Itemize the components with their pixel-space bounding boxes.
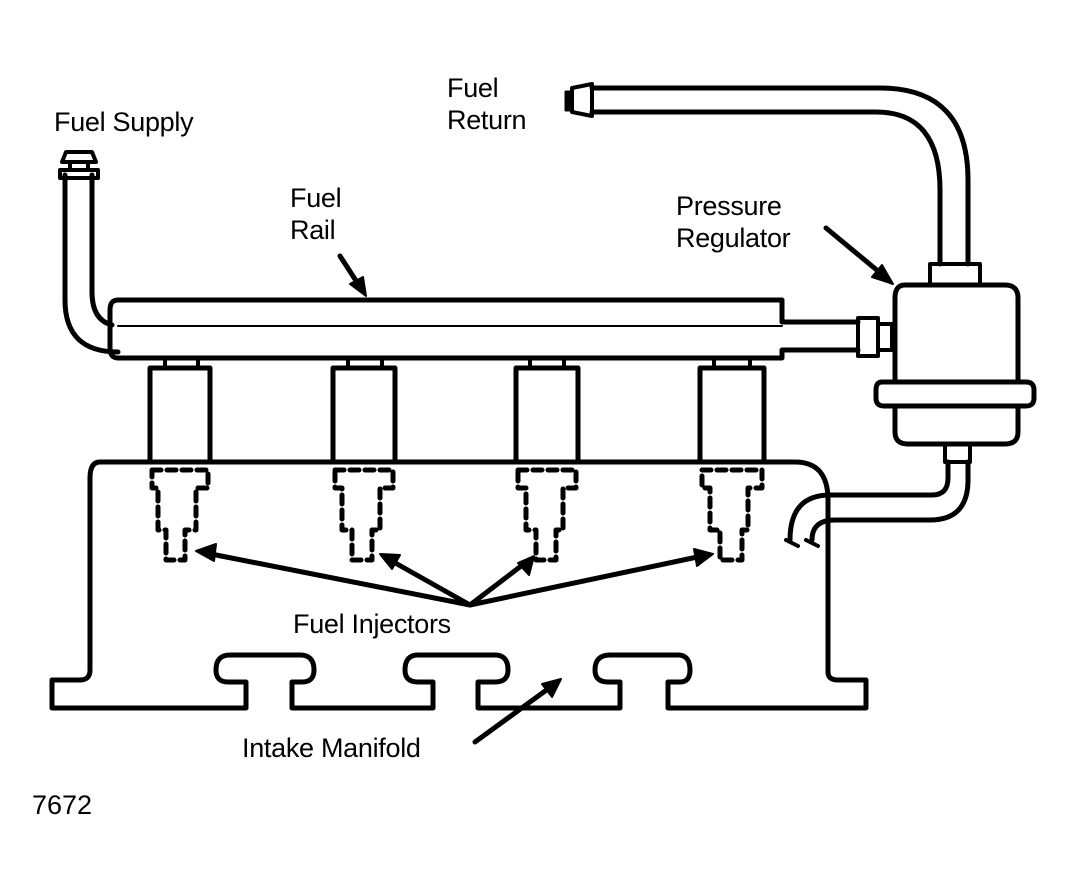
pressure-regulator-label-line1: Pressure: [676, 191, 782, 221]
fuel-injector-4: [697, 356, 767, 563]
intake-manifold-outline: [49, 459, 869, 711]
fuel-supply-pipe: [58, 150, 121, 355]
pressure-regulator-label: Pressure Regulator: [676, 190, 791, 254]
pressure-regulator-label-line2: Regulator: [676, 223, 791, 253]
pressure-regulator: [873, 262, 1037, 464]
fuel-return-pipe: [564, 82, 971, 267]
fuel-return-label-line2: Return: [447, 105, 527, 135]
figure-number: 7672: [32, 790, 93, 820]
fuel-rail-label: Fuel Rail: [290, 182, 342, 246]
vacuum-hose-end: [784, 538, 820, 548]
fuel-rail-label-line2: Rail: [290, 215, 336, 245]
fuel-return-label: Fuel Return: [447, 72, 527, 136]
fuel-supply-label: Fuel Supply: [54, 107, 194, 137]
vacuum-hose: [787, 459, 971, 543]
fuel-injector-2: [330, 356, 398, 563]
fuel-injectors-label: Fuel Injectors: [293, 609, 451, 639]
fuel-injector-3: [513, 356, 581, 563]
intake-manifold-label: Intake Manifold: [242, 733, 421, 763]
fuel-rail: [107, 297, 894, 361]
leader-arrows: [195, 225, 894, 745]
fuel-return-label-line1: Fuel: [447, 73, 499, 103]
fuel-rail-label-line1: Fuel: [290, 183, 342, 213]
fuel-injector-1: [147, 356, 213, 563]
